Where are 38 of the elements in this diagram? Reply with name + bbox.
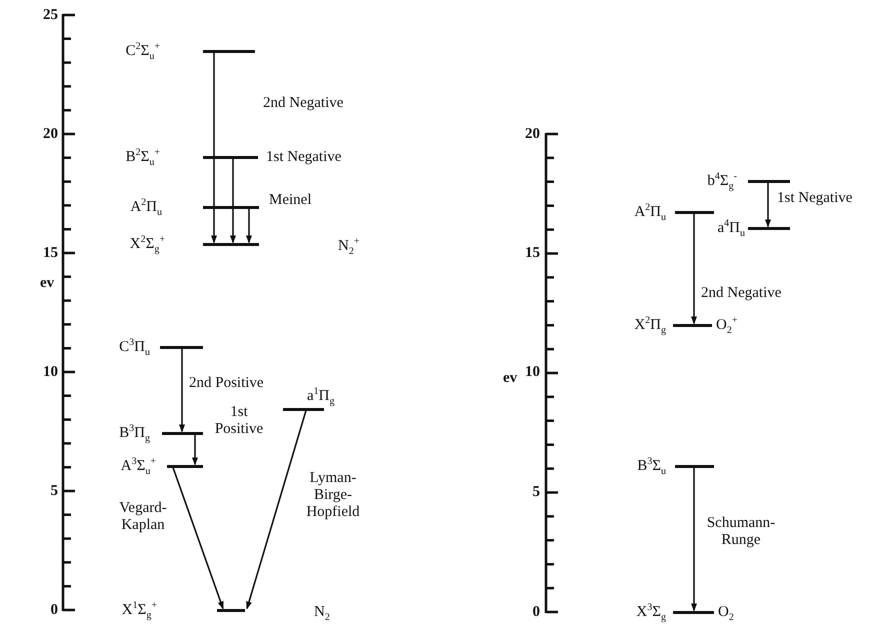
axis-tick-label: ev (40, 274, 54, 292)
axis-tick-label: 0 (50, 601, 58, 619)
transition-arrow (230, 158, 236, 244)
band-label: 2nd Negative (700, 285, 782, 302)
state-label: a$^{4}$Π$_{u}$ (717, 218, 745, 236)
band-label: 1st Negative (776, 190, 854, 207)
axis-tick-label: ev (503, 369, 518, 387)
state-label: C$^{3}$Π$_{u}$ (119, 338, 150, 356)
molecule-label: N$_{2}$ (314, 603, 330, 621)
axis-tick-label: 5 (532, 483, 540, 501)
axis-tick-label: 15 (43, 244, 58, 262)
axis-tick-label: 15 (525, 244, 540, 262)
state-label: X$^{2}$Π$_{g}$ (634, 316, 666, 334)
axis-tick-label: 0 (532, 603, 540, 621)
transition-arrow (179, 348, 185, 432)
transition-arrow (765, 182, 771, 228)
molecule-label: O$_{2}$ (718, 603, 734, 621)
band-label: 2nd Negative (262, 95, 344, 112)
transition-arrow (691, 468, 697, 612)
state-label: B$^{3}$Π$_{g}$ (119, 424, 150, 442)
transition-arrow (172, 467, 224, 610)
state-label: A$^{2}$Π$_{u}$ (130, 198, 162, 216)
axis-tick-label: 10 (525, 363, 540, 381)
axis-tick-label: 20 (43, 125, 58, 143)
state-label: A$^{2}$Π$_{u}$ (634, 202, 666, 220)
state-label: X$^{3}$Σ$_{g}$ (636, 602, 666, 620)
state-label: a$^{1}$Π$_{g}$ (307, 386, 335, 404)
transition-arrow (246, 208, 252, 244)
transition-arrow (246, 410, 307, 610)
axis-tick-label: 10 (43, 363, 58, 381)
transition-arrow (691, 214, 697, 324)
transition-arrow (192, 434, 198, 466)
axis-tick-label: 5 (50, 482, 58, 500)
state-label: B$^{3}$Σ$_{u}$ (637, 456, 666, 474)
axis-tick-label: 20 (525, 125, 540, 143)
axis-tick-label: 25 (43, 6, 58, 24)
band-label: 1st Negative (265, 149, 342, 166)
transition-arrow (211, 52, 217, 244)
